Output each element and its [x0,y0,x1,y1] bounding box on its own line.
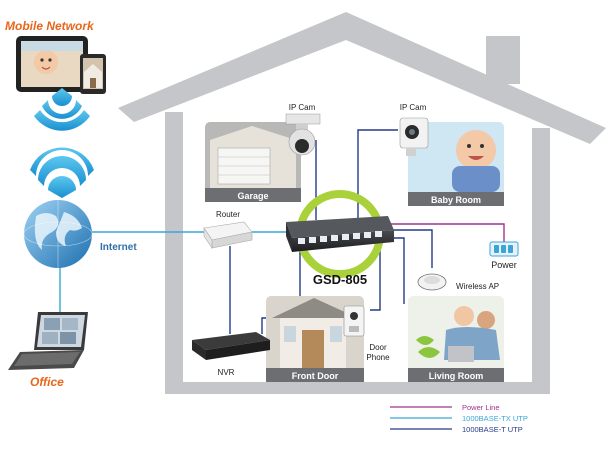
ip-cam-left-label: IP Cam [289,103,316,112]
house-wall-left [165,112,183,394]
baby-room: Baby Room [408,122,504,206]
cable-switch-to-ipcam-right [357,129,398,220]
power-outlet-icon [489,241,519,257]
cable-power-line [390,223,505,242]
nvr-icon [192,332,270,360]
globe-icon [23,200,93,268]
cable-switch-to-ap [394,229,433,268]
front-door-room: Front Door [266,296,364,382]
legend-label: 1000BASE-T UTP [462,425,523,434]
house-roof [118,12,606,144]
ip-cam-right-label: IP Cam [400,103,427,112]
mobile-network-label: Mobile Network [5,19,95,33]
router-label: Router [216,210,240,219]
ip-camera-icon [285,113,321,156]
access-point-icon [417,273,447,291]
house-chimney [486,36,520,84]
cable-switch-to-doorphone [370,246,381,311]
wifi-icon [30,147,94,198]
door-phone-label-line2: Phone [366,353,390,362]
internet-label: Internet [100,242,137,253]
legend-item-power-line: Power Line [390,403,500,412]
living-room: Living Room [408,296,504,382]
garage-room: Garage [205,122,301,202]
legend-label: 1000BASE-TX UTP [462,414,528,423]
wifi-icon [34,88,90,131]
nvr-label: NVR [218,368,235,377]
switch-model-label: GSD-805 [313,272,367,287]
garage-label: Garage [237,191,268,201]
router-icon [203,221,253,249]
baby-room-label: Baby Room [431,195,481,205]
legend-item-1000base-t: 1000BASE-T UTP [390,425,523,434]
phone-icon [80,54,106,94]
power-label: Power [491,260,517,270]
house-wall-right [532,128,550,394]
front-door-label: Front Door [292,371,339,381]
wireless-ap-label: Wireless AP [456,282,499,291]
laptop-icon [8,312,88,370]
ip-camera-icon [399,117,429,156]
legend: Power Line 1000BASE-TX UTP 1000BASE-T UT… [390,403,528,434]
door-phone-label-line1: Door [369,343,387,352]
switch-icon [286,190,394,278]
office-label: Office [30,375,64,389]
living-room-label: Living Room [429,371,484,381]
house [118,12,606,394]
cable-switch-to-right-room [392,237,405,304]
door-phone-icon [343,305,365,337]
tablet-icon [16,36,88,92]
house-floor [165,382,550,394]
legend-label: Power Line [462,403,500,412]
legend-item-100base-tx: 1000BASE-TX UTP [390,414,528,423]
